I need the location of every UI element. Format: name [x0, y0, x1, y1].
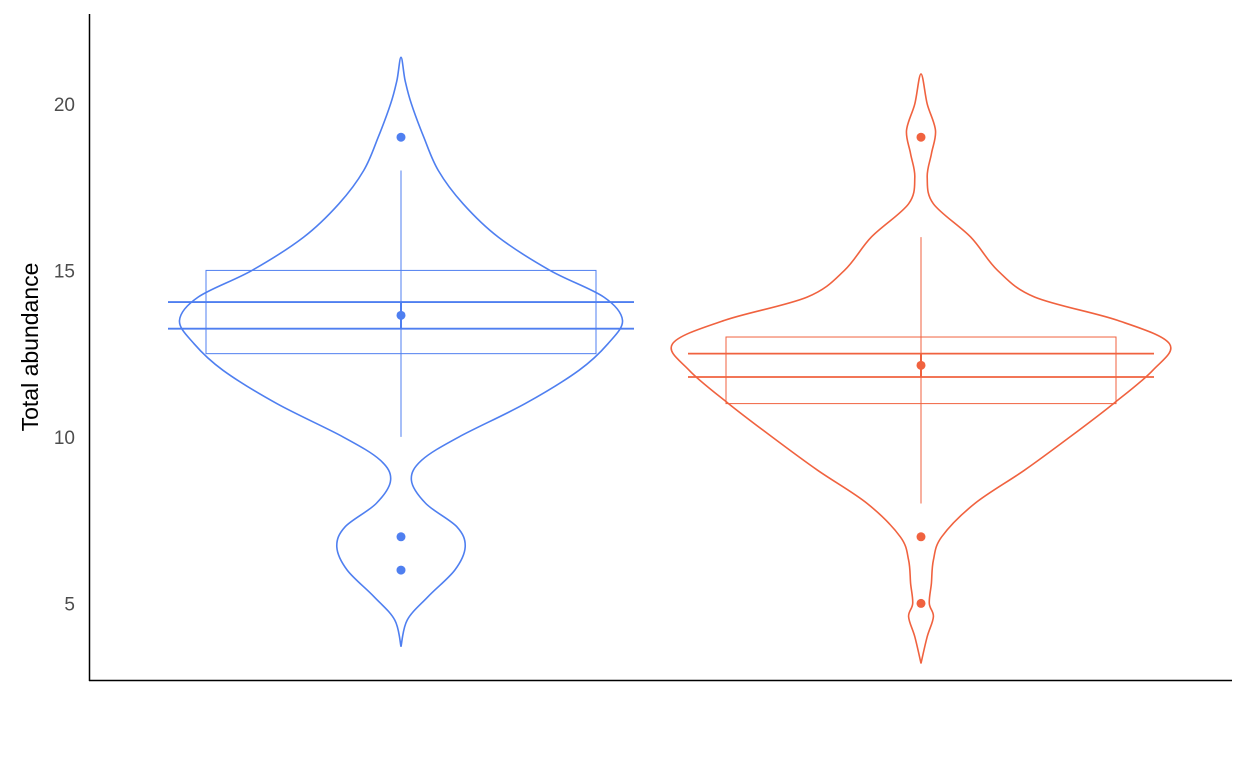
y-axis-ticks: 5 10 15 20 — [54, 95, 75, 615]
group-1-violin — [178, 56, 624, 647]
group-1-outlier-point — [396, 565, 406, 575]
plot-area — [168, 56, 1172, 664]
y-tick-label: 20 — [54, 95, 75, 116]
group-2-outlier-point — [916, 532, 926, 542]
group-2-box — [725, 336, 1117, 405]
group-2-outlier-point — [916, 598, 926, 608]
y-tick-label: 15 — [54, 261, 75, 282]
group-1-violin-group — [168, 56, 634, 647]
group-2-outlier-point — [916, 132, 926, 142]
y-tick-label: 5 — [64, 594, 75, 615]
group-1-mean-point — [396, 310, 406, 320]
group-2-violin-group — [670, 73, 1172, 664]
y-axis-title: Total abundance — [17, 263, 43, 432]
group-1-outlier-point — [396, 132, 406, 142]
group-2-violin — [670, 73, 1172, 664]
group-1-outlier-point — [396, 532, 406, 542]
group-2-mean-point — [916, 360, 926, 370]
group-1-box — [205, 269, 597, 355]
y-tick-label: 10 — [54, 428, 75, 449]
